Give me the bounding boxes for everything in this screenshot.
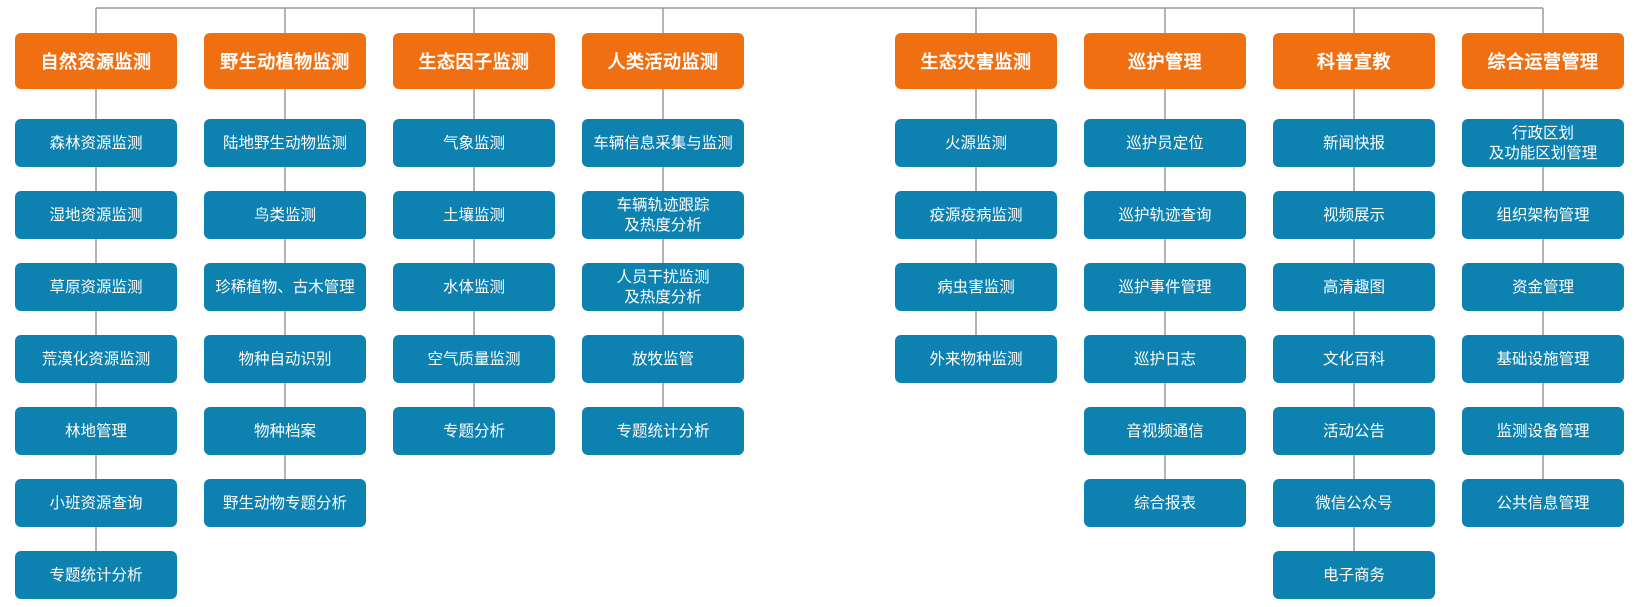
- module-item[interactable]: 珍稀植物、古木管理: [204, 263, 366, 311]
- module-item[interactable]: 气象监测: [393, 119, 555, 167]
- module-item[interactable]: 监测设备管理: [1462, 407, 1624, 455]
- module-item[interactable]: 高清趣图: [1273, 263, 1435, 311]
- module-item[interactable]: 荒漠化资源监测: [15, 335, 177, 383]
- module-item[interactable]: 文化百科: [1273, 335, 1435, 383]
- module-item[interactable]: 车辆轨迹跟踪 及热度分析: [582, 191, 744, 239]
- module-item[interactable]: 外来物种监测: [895, 335, 1057, 383]
- module-item[interactable]: 森林资源监测: [15, 119, 177, 167]
- module-item[interactable]: 林地管理: [15, 407, 177, 455]
- module-item[interactable]: 草原资源监测: [15, 263, 177, 311]
- category-header[interactable]: 科普宣教: [1273, 33, 1435, 89]
- module-item[interactable]: 巡护事件管理: [1084, 263, 1246, 311]
- module-item[interactable]: 公共信息管理: [1462, 479, 1624, 527]
- module-item[interactable]: 物种自动识别: [204, 335, 366, 383]
- module-item[interactable]: 活动公告: [1273, 407, 1435, 455]
- category-header[interactable]: 人类活动监测: [582, 33, 744, 89]
- module-item[interactable]: 土壤监测: [393, 191, 555, 239]
- module-item[interactable]: 综合报表: [1084, 479, 1246, 527]
- module-item[interactable]: 水体监测: [393, 263, 555, 311]
- module-item[interactable]: 湿地资源监测: [15, 191, 177, 239]
- module-item[interactable]: 疫源疫病监测: [895, 191, 1057, 239]
- module-item[interactable]: 小班资源查询: [15, 479, 177, 527]
- module-item[interactable]: 鸟类监测: [204, 191, 366, 239]
- module-item[interactable]: 空气质量监测: [393, 335, 555, 383]
- module-item[interactable]: 行政区划 及功能区划管理: [1462, 119, 1624, 167]
- module-item[interactable]: 专题统计分析: [582, 407, 744, 455]
- module-item[interactable]: 电子商务: [1273, 551, 1435, 599]
- category-header[interactable]: 生态灾害监测: [895, 33, 1057, 89]
- module-item[interactable]: 火源监测: [895, 119, 1057, 167]
- module-item[interactable]: 物种档案: [204, 407, 366, 455]
- category-header[interactable]: 野生动植物监测: [204, 33, 366, 89]
- module-item[interactable]: 野生动物专题分析: [204, 479, 366, 527]
- module-item[interactable]: 音视频通信: [1084, 407, 1246, 455]
- category-header[interactable]: 巡护管理: [1084, 33, 1246, 89]
- category-header[interactable]: 自然资源监测: [15, 33, 177, 89]
- module-item[interactable]: 新闻快报: [1273, 119, 1435, 167]
- module-item[interactable]: 人员干扰监测 及热度分析: [582, 263, 744, 311]
- module-item[interactable]: 巡护轨迹查询: [1084, 191, 1246, 239]
- module-item[interactable]: 陆地野生动物监测: [204, 119, 366, 167]
- module-item[interactable]: 放牧监管: [582, 335, 744, 383]
- module-item[interactable]: 基础设施管理: [1462, 335, 1624, 383]
- category-header[interactable]: 综合运营管理: [1462, 33, 1624, 89]
- module-item[interactable]: 专题分析: [393, 407, 555, 455]
- category-header[interactable]: 生态因子监测: [393, 33, 555, 89]
- module-item[interactable]: 巡护日志: [1084, 335, 1246, 383]
- module-item[interactable]: 组织架构管理: [1462, 191, 1624, 239]
- module-item[interactable]: 病虫害监测: [895, 263, 1057, 311]
- module-item[interactable]: 微信公众号: [1273, 479, 1435, 527]
- module-item[interactable]: 巡护员定位: [1084, 119, 1246, 167]
- module-item[interactable]: 专题统计分析: [15, 551, 177, 599]
- module-item[interactable]: 视频展示: [1273, 191, 1435, 239]
- module-item[interactable]: 资金管理: [1462, 263, 1624, 311]
- module-item[interactable]: 车辆信息采集与监测: [582, 119, 744, 167]
